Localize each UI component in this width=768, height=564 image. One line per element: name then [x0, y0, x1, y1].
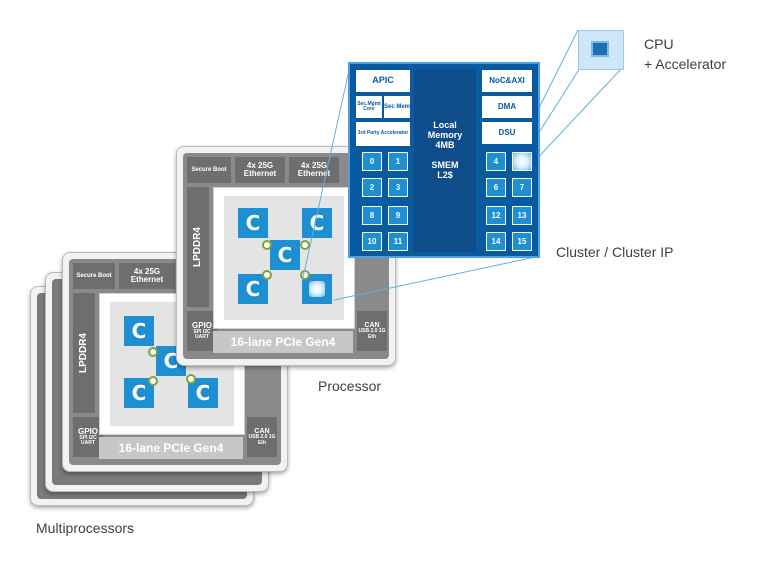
core-0: 0: [362, 152, 382, 171]
cluster-zoom: APIC Sec.Mgmt Core Sec Mem 3rd Party Acc…: [348, 62, 540, 258]
core-7: 7: [512, 178, 532, 197]
gpio-block: GPIO SPI I2C UART: [187, 311, 217, 351]
pcie-block: 16-lane PCIe Gen4: [213, 331, 353, 353]
core-4: 4: [486, 152, 506, 171]
sec-mem-block: Sec Mem: [384, 96, 410, 118]
core-highlight-glow: [513, 153, 531, 170]
core-10: 10: [362, 232, 382, 251]
can-io-label: USB 2.0 1G Eth: [358, 328, 386, 340]
can-block: CAN USB 2.0 1G Eth: [357, 311, 387, 351]
ethernet-block-1: 4x 25G Ethernet: [235, 157, 285, 183]
multiprocessors-caption: Multiprocessors: [36, 520, 135, 536]
ethernet-label-1: 4x 25G Ethernet: [243, 160, 277, 178]
local-memory-block: Local Memory 4MB SMEM L2$: [414, 70, 476, 252]
can-label: CAN: [364, 322, 380, 330]
noc-axi-block: NoC&AXI: [482, 70, 532, 92]
core-13: 13: [512, 206, 532, 225]
noc-node: [262, 240, 272, 250]
third-party-accelerator-block: 3rd Party Accelerator: [356, 122, 410, 146]
core-6: 6: [486, 178, 506, 197]
noc-node: [186, 374, 196, 384]
noc-node: [262, 270, 272, 280]
core-11: 11: [388, 232, 408, 251]
dma-block: DMA: [482, 96, 532, 118]
core-9: 9: [388, 206, 408, 225]
core-c-3: C: [270, 240, 300, 270]
gpio-block: GPIO SPI I2C UART: [73, 417, 103, 457]
noc-node: [300, 240, 310, 250]
apic-label: APIC: [372, 75, 394, 86]
secure-boot-block: Secure Boot: [73, 263, 115, 289]
noc-axi-label: NoC&AXI: [489, 75, 525, 85]
ethernet-label: 4x 25G Ethernet: [130, 266, 164, 284]
secure-boot-block: Secure Boot: [187, 157, 231, 183]
noc-node: [148, 376, 158, 386]
sec-mgmt-core-label: Sec.Mgmt Core: [357, 100, 381, 112]
dsu-label: DSU: [498, 127, 516, 137]
core-3: 3: [388, 178, 408, 197]
cpu-accelerator-icon: [578, 30, 624, 70]
gpio-label: GPIO: [191, 320, 212, 330]
pcie-block: 16-lane PCIe Gen4: [99, 437, 243, 459]
noc-node: [300, 270, 310, 280]
core-c-2: C: [156, 346, 186, 376]
core-12: 12: [486, 206, 506, 225]
local-memory-line3: 4MB: [435, 140, 455, 150]
can-block: CAN USB 2.0 1G Eth: [247, 417, 277, 457]
smem-label: SMEM: [431, 160, 459, 170]
third-party-accelerator-label: 3rd Party Accelerator: [357, 130, 409, 137]
apic-block: APIC: [356, 70, 410, 92]
core-2: 2: [362, 178, 382, 197]
can-label: CAN: [254, 428, 270, 436]
cpu-accelerator-caption: CPU + Accelerator: [644, 34, 726, 74]
local-memory-line1: Local: [433, 120, 457, 130]
ethernet-block-2: 4x 25G Ethernet: [289, 157, 339, 183]
core-5-highlighted: [512, 152, 532, 171]
ethernet-label-2: 4x 25G Ethernet: [297, 160, 331, 178]
core-1: 1: [388, 152, 408, 171]
secure-boot-label: Secure Boot: [191, 166, 227, 173]
cluster-highlight: [309, 281, 325, 297]
gpio-io-label: SPI I2C UART: [193, 328, 211, 341]
core-8: 8: [362, 206, 382, 225]
lpddr-block: LPDDR4: [73, 293, 95, 413]
lpddr-block: LPDDR4: [187, 187, 209, 307]
cpu-label: CPU: [644, 36, 674, 52]
cluster-caption: Cluster / Cluster IP: [556, 244, 674, 260]
dsu-block: DSU: [482, 122, 532, 144]
sec-mgmt-core-block: Sec.Mgmt Core: [356, 96, 382, 118]
processor-caption: Processor: [318, 378, 382, 394]
local-memory-line2: Memory: [427, 130, 463, 140]
core-grid-area: C C C C: [213, 187, 355, 329]
core-c-1: C: [124, 316, 154, 346]
ethernet-block: 4x 25G Ethernet: [119, 263, 175, 289]
pcie-label: 16-lane PCIe Gen4: [230, 335, 336, 349]
secure-boot-label: Secure Boot: [76, 272, 112, 279]
gpio-label: GPIO: [77, 426, 98, 436]
sec-mem-label: Sec Mem: [384, 103, 411, 110]
dma-label: DMA: [497, 101, 517, 111]
pcie-label: 16-lane PCIe Gen4: [118, 441, 224, 455]
noc-node: [148, 347, 158, 357]
gpio-io-label: SPI I2C UART: [79, 434, 97, 447]
core-15: 15: [512, 232, 532, 251]
can-io-label: USB 2.0 1G Eth: [248, 434, 276, 446]
l2-label: L2$: [437, 170, 453, 180]
accelerator-label: + Accelerator: [644, 56, 727, 72]
core-14: 14: [486, 232, 506, 251]
core-c-1: C: [238, 208, 268, 238]
